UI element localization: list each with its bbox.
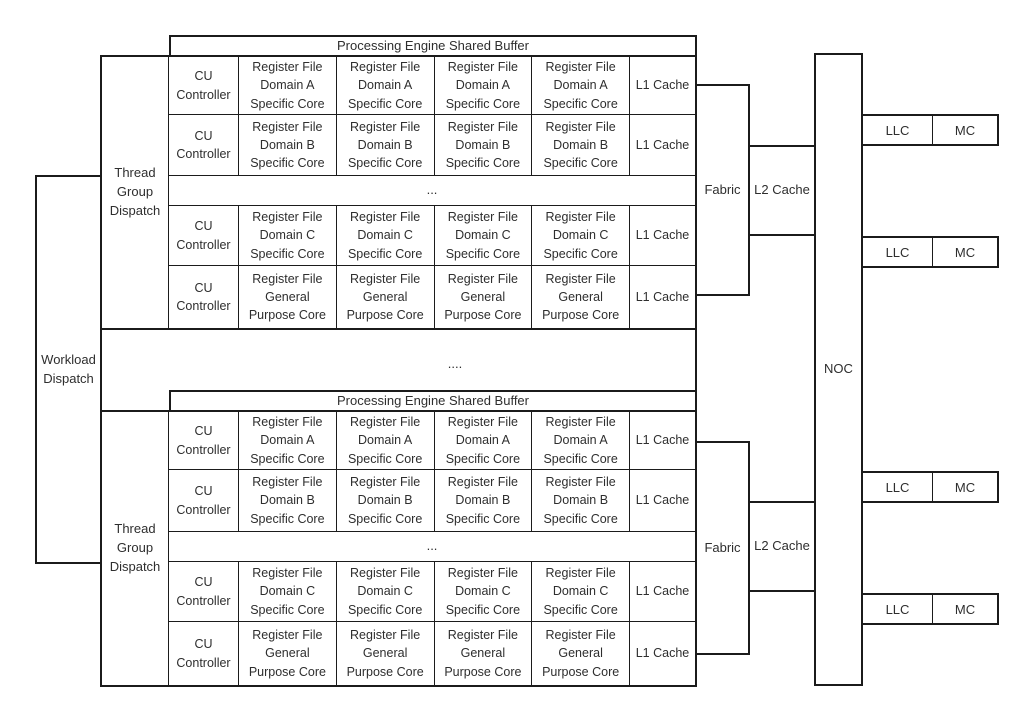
- l1-cache-cell: L1 Cache: [630, 57, 695, 115]
- l2-cache-box: L2 Cache: [748, 145, 816, 236]
- memory-channel-row: LLC MC: [861, 593, 999, 625]
- pe-shared-buffer-header: Processing Engine Shared Buffer: [169, 35, 697, 57]
- clusters-ellipsis-band: ....: [100, 330, 697, 412]
- register-file-cell: Register File General Purpose Core: [532, 622, 630, 685]
- noc-box: NOC: [814, 53, 863, 686]
- register-file-cell: Register File Domain C Specific Core: [532, 206, 630, 266]
- register-file-cell: Register File Domain C Specific Core: [239, 562, 337, 622]
- register-file-cell: Register File General Purpose Core: [532, 266, 630, 328]
- rows-ellipsis-cell: ...: [169, 532, 695, 562]
- mc-box: MC: [932, 473, 997, 501]
- l1-cache-cell: L1 Cache: [630, 115, 695, 176]
- cu-controller-cell: CU Controller: [169, 622, 239, 685]
- register-file-cell: Register File Domain A Specific Core: [434, 57, 533, 115]
- cu-controller-cell: CU Controller: [169, 562, 239, 622]
- thread-group-dispatch-cell: Thread Group Dispatch: [102, 57, 169, 328]
- register-file-cell: Register File Domain B Specific Core: [336, 115, 435, 176]
- memory-channel-row: LLC MC: [861, 236, 999, 268]
- register-file-cell: Register File Domain A Specific Core: [336, 412, 435, 470]
- l1-cache-cell: L1 Cache: [630, 412, 695, 470]
- register-file-cell: Register File Domain A Specific Core: [336, 57, 435, 115]
- processing-engine-table: Thread Group Dispatch CU Controller Regi…: [100, 55, 697, 330]
- rows-ellipsis-cell: ...: [169, 176, 695, 206]
- pe-shared-buffer-header: Processing Engine Shared Buffer: [169, 390, 697, 412]
- register-file-cell: Register File Domain B Specific Core: [239, 115, 337, 176]
- workload-dispatch-box: Workload Dispatch: [35, 175, 102, 564]
- register-file-cell: Register File Domain A Specific Core: [532, 57, 630, 115]
- fabric-box: Fabric: [695, 441, 750, 655]
- cu-controller-cell: CU Controller: [169, 412, 239, 470]
- mc-box: MC: [932, 595, 997, 623]
- register-file-cell: Register File Domain C Specific Core: [532, 562, 630, 622]
- llc-box: LLC: [885, 601, 910, 617]
- register-file-cell: Register File General Purpose Core: [239, 266, 337, 328]
- clusters-ellipsis: ....: [447, 355, 463, 371]
- register-file-cell: Register File General Purpose Core: [337, 266, 435, 328]
- register-file-cell: Register File Domain A Specific Core: [532, 412, 630, 470]
- register-file-cell: Register File Domain C Specific Core: [336, 206, 435, 266]
- register-file-cell: Register File Domain C Specific Core: [239, 206, 337, 266]
- cu-controller-cell: CU Controller: [169, 115, 239, 176]
- l1-cache-cell: L1 Cache: [630, 562, 695, 622]
- llc-box: LLC: [885, 244, 910, 260]
- mc-box: MC: [932, 238, 997, 266]
- register-file-cell: Register File Domain B Specific Core: [336, 470, 435, 532]
- memory-channel-row: LLC MC: [861, 114, 999, 146]
- llc-box: LLC: [885, 479, 910, 495]
- register-file-cell: Register File Domain B Specific Core: [239, 470, 337, 532]
- register-file-cell: Register File Domain C Specific Core: [336, 562, 435, 622]
- register-file-cell: Register File General Purpose Core: [435, 622, 533, 685]
- register-file-cell: Register File General Purpose Core: [435, 266, 533, 328]
- fabric-box: Fabric: [695, 84, 750, 296]
- l1-cache-cell: L1 Cache: [630, 206, 695, 266]
- cu-controller-cell: CU Controller: [169, 57, 239, 115]
- cu-controller-cell: CU Controller: [169, 470, 239, 532]
- register-file-cell: Register File Domain B Specific Core: [532, 115, 630, 176]
- register-file-cell: Register File General Purpose Core: [337, 622, 435, 685]
- register-file-cell: Register File Domain C Specific Core: [434, 562, 533, 622]
- mc-box: MC: [932, 116, 997, 144]
- thread-group-dispatch-cell: Thread Group Dispatch: [102, 412, 169, 685]
- register-file-cell: Register File Domain B Specific Core: [532, 470, 630, 532]
- l1-cache-cell: L1 Cache: [630, 470, 695, 532]
- l1-cache-cell: L1 Cache: [635, 646, 690, 661]
- l2-cache-box: L2 Cache: [748, 501, 816, 592]
- register-file-cell: Register File Domain A Specific Core: [239, 412, 337, 470]
- register-file-cell: Register File Domain A Specific Core: [434, 412, 533, 470]
- cu-controller-cell: CU Controller: [169, 206, 239, 266]
- register-file-cell: Register File General Purpose Core: [239, 622, 337, 685]
- processing-engine-table: Thread Group Dispatch CU Controller Regi…: [100, 410, 697, 687]
- memory-channel-row: LLC MC: [861, 471, 999, 503]
- cu-controller-cell: CU Controller: [169, 266, 239, 328]
- register-file-cell: Register File Domain A Specific Core: [239, 57, 337, 115]
- register-file-cell: Register File Domain B Specific Core: [434, 470, 533, 532]
- l1-cache-cell: L1 Cache: [635, 289, 690, 304]
- register-file-cell: Register File Domain C Specific Core: [434, 206, 533, 266]
- register-file-cell: Register File Domain B Specific Core: [434, 115, 533, 176]
- llc-box: LLC: [885, 122, 910, 138]
